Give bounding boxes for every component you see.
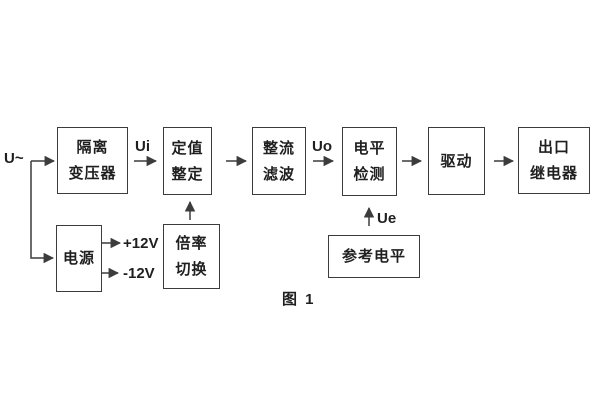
block-power-supply: 电源 — [56, 225, 102, 292]
block-label: 驱动 — [440, 152, 473, 170]
block-setting-adjustment: 定值 整定 — [163, 127, 212, 195]
block-label: 出口 — [537, 139, 570, 156]
block-ratio-switch: 倍率 切换 — [163, 224, 220, 289]
block-label: 整流 — [262, 139, 295, 157]
label-uo: Uo — [312, 138, 332, 155]
block-label: 电平 — [353, 140, 386, 157]
arrow-input-branch-to-power-supply — [30, 161, 55, 264]
block-rectifier-filter: 整流 滤波 — [252, 127, 306, 195]
block-reference-level: 参考电平 — [328, 235, 420, 278]
label-minus-12v: -12V — [123, 265, 155, 282]
label-input-signal: U~ — [4, 150, 24, 167]
block-label: 滤波 — [262, 165, 295, 183]
block-label: 隔离 — [76, 139, 109, 156]
block-level-detection: 电平 检测 — [342, 127, 397, 196]
block-label: 切换 — [175, 261, 208, 278]
figure-caption: 图 1 — [282, 291, 316, 308]
block-label: 整定 — [171, 165, 204, 183]
block-isolation-transformer: 隔离 变压器 — [57, 127, 128, 194]
label-plus-12v: +12V — [123, 235, 159, 252]
label-ui: Ui — [135, 138, 150, 155]
block-label: 继电器 — [529, 165, 578, 182]
block-label: 倍率 — [175, 235, 208, 252]
label-ue: Ue — [377, 210, 397, 227]
block-output-relay: 出口 继电器 — [518, 127, 590, 194]
block-label: 参考电平 — [341, 248, 406, 265]
block-label: 检测 — [353, 166, 386, 183]
block-label: 变压器 — [68, 165, 117, 182]
block-driver: 驱动 — [428, 127, 485, 195]
block-label: 电源 — [62, 250, 95, 267]
block-label: 定值 — [171, 139, 204, 157]
